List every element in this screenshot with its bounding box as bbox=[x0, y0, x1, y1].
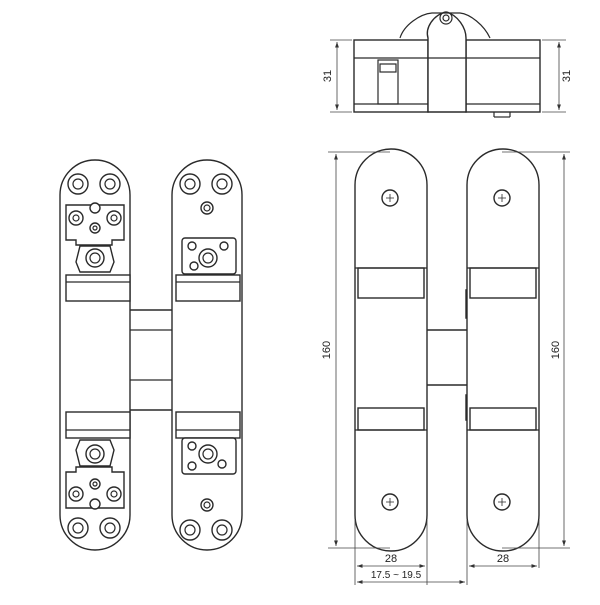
screw-icon bbox=[381, 189, 399, 207]
dim-top-height-right: 31 bbox=[561, 70, 573, 82]
dim-leaf-width-right: 28 bbox=[497, 553, 509, 565]
screw-icon bbox=[493, 493, 511, 511]
front-view: 160 160 28 28 17.5 ~ 19.5 bbox=[321, 148, 570, 585]
dim-gap-range: 17.5 ~ 19.5 bbox=[371, 570, 422, 581]
screw-icon bbox=[381, 493, 399, 511]
hinge-internal-view bbox=[59, 159, 243, 551]
dim-total-height-right: 160 bbox=[550, 341, 562, 359]
screw-icon bbox=[493, 189, 511, 207]
dim-top-height-left: 31 bbox=[322, 70, 334, 82]
top-view: 31 31 bbox=[322, 11, 573, 118]
dim-total-height-left: 160 bbox=[321, 341, 333, 359]
dim-leaf-width-left: 28 bbox=[385, 553, 397, 565]
